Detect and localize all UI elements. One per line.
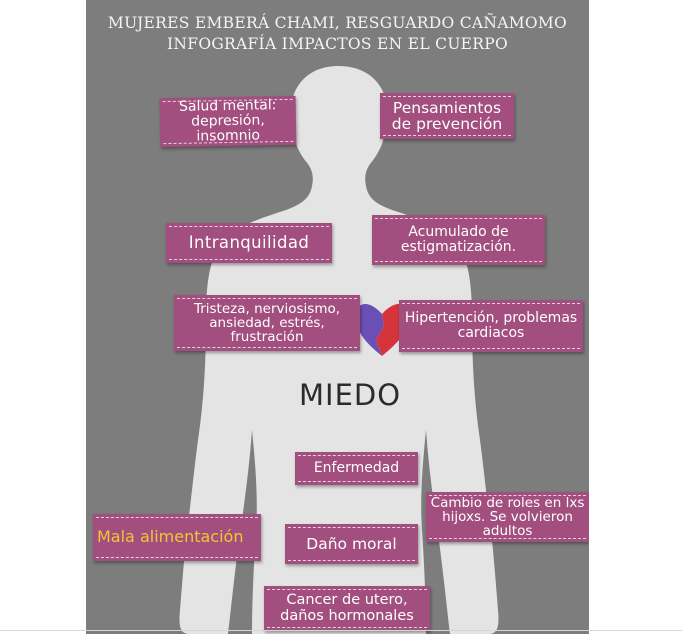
label-mala-alimentacion-text: Mala alimentación [97,527,244,547]
label-dano-moral-text: Daño moral [306,534,397,553]
label-mala-alimentacion: Mala alimentación [93,514,261,561]
label-intranquilidad-text: Intranquilidad [188,233,310,253]
label-dano-moral: Daño moral [285,524,418,564]
label-cambio-roles: Cambio de roles en lxs hijoxs. Se volvie… [426,492,589,542]
label-hipertencion-text: Hipertención, problemas cardiacos [404,310,578,341]
label-acumulado: Acumulado de estigmatización. [372,215,545,265]
title-line-1: MUJERES EMBERÁ CHAMI, RESGUARDO CAÑAMOMO [107,14,568,32]
label-acumulado-text: Acumulado de estigmatización. [400,224,517,255]
label-salud-mental: Salud mental: depresión, insomnio [159,95,297,148]
label-tristeza: Tristeza, nerviosismo, ansiedad, estrés,… [174,295,360,351]
label-intranquilidad: Intranquilidad [166,223,332,263]
bottom-divider [0,630,682,631]
label-enfermedad: Enfermedad [295,452,418,485]
label-cambio-roles-text: Cambio de roles en lxs hijoxs. Se volvie… [430,494,585,540]
label-pensamientos: Pensamientos de prevención [380,93,514,139]
label-cancer-text: Cancer de utero, daños hormonales [280,592,414,624]
title-line-2: INFOGRAFÍA IMPACTOS EN EL CUERPO [166,35,509,53]
label-hipertencion: Hipertención, problemas cardiacos [399,300,583,352]
label-tristeza-text: Tristeza, nerviosismo, ansiedad, estrés,… [193,300,341,346]
label-cancer: Cancer de utero, daños hormonales [264,586,430,631]
center-word-miedo: MIEDO [299,378,402,412]
label-salud-mental-text: Salud mental: depresión, insomnio [178,97,277,145]
label-pensamientos-text: Pensamientos de prevención [391,98,503,133]
infographic-poster: MUJERES EMBERÁ CHAMI, RESGUARDO CAÑAMOMO… [86,0,589,634]
label-enfermedad-text: Enfermedad [313,460,400,477]
